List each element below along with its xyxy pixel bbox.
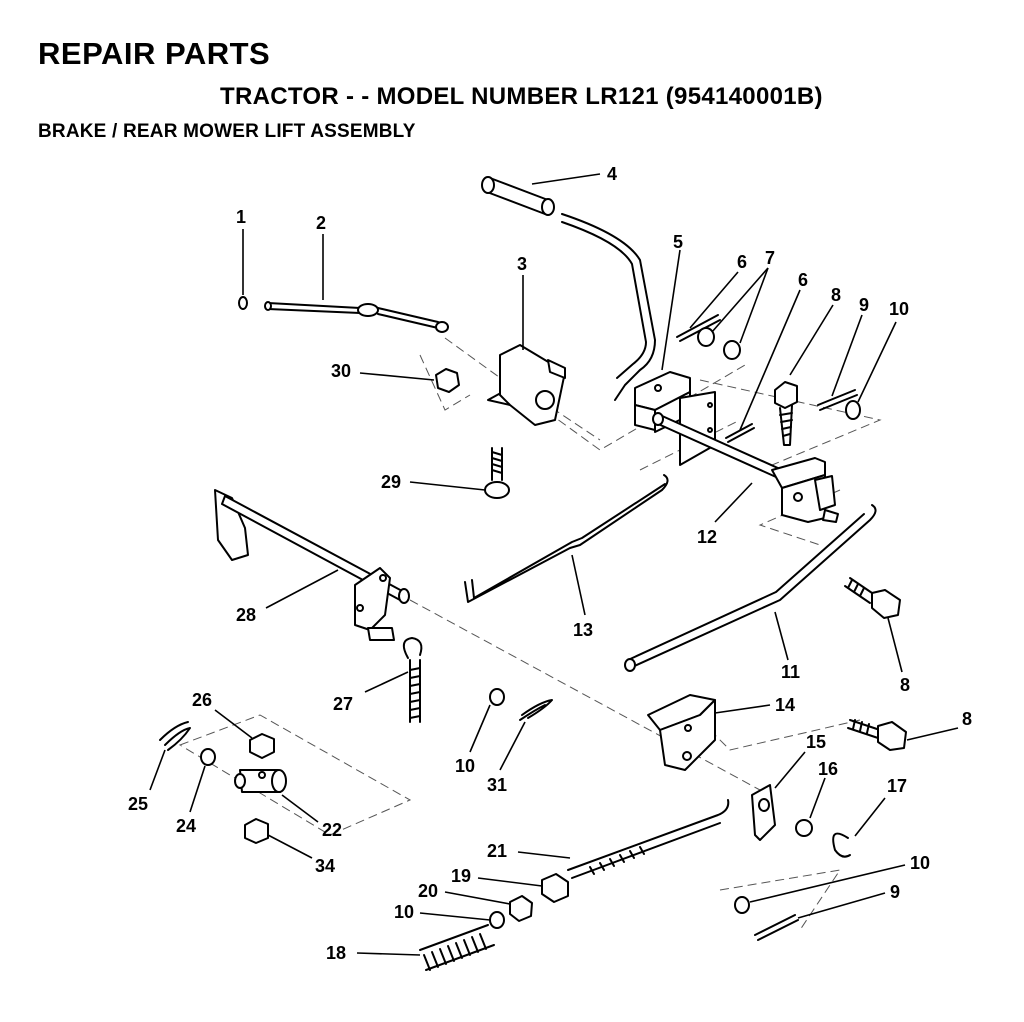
- bolt-29: [484, 447, 510, 499]
- washer-10-bottom: [734, 896, 750, 914]
- callout-3: 3: [517, 254, 527, 274]
- shaft-bracket: [771, 457, 839, 523]
- callout-9b: 9: [890, 882, 900, 902]
- callout-17: 17: [887, 776, 907, 796]
- adjust-rod-21: [567, 799, 730, 879]
- callout-20: 20: [418, 881, 438, 901]
- bolt-8-right: [844, 577, 901, 619]
- lift-link-11: [627, 504, 877, 669]
- bolt-8-top: [774, 381, 798, 446]
- e-clip-17: [832, 832, 851, 858]
- lift-link-13: [464, 474, 669, 603]
- hairpin-25: [159, 721, 191, 751]
- callout-4: 4: [607, 164, 617, 184]
- washer-10-lower: [489, 911, 505, 929]
- callout-5: 5: [673, 232, 683, 252]
- callout-30: 30: [331, 361, 351, 381]
- callout-19: 19: [451, 866, 471, 886]
- hairpin-31: [519, 699, 553, 721]
- callout-13: 13: [573, 620, 593, 640]
- callout-24: 24: [176, 816, 196, 836]
- callout-numbers: 1 2 3 4 5 6 7 6 8 9 10 30 29 12 13 28 11…: [128, 164, 972, 963]
- assembly-title: BRAKE / REAR MOWER LIFT ASSEMBLY: [38, 121, 416, 142]
- lever-bracket: [634, 371, 716, 466]
- callout-21: 21: [487, 841, 507, 861]
- cotter-pins-and-washers: [676, 314, 755, 443]
- callout-31: 31: [487, 775, 507, 795]
- callout-9a: 9: [859, 295, 869, 315]
- hex-nut-19: [541, 873, 569, 903]
- callout-10d: 10: [910, 853, 930, 873]
- callout-8b: 8: [900, 675, 910, 695]
- washer-24: [200, 748, 216, 766]
- handle-grip: [481, 176, 555, 216]
- callout-18: 18: [326, 943, 346, 963]
- page-title: REPAIR PARTS: [38, 36, 271, 71]
- trunnion-22: [234, 769, 287, 793]
- callout-6b: 6: [798, 270, 808, 290]
- handle-lever: [561, 213, 656, 401]
- washer-16: [795, 819, 813, 837]
- callout-11: 11: [781, 662, 800, 682]
- cotter-pin-9-top: [817, 389, 858, 411]
- callout-2: 2: [316, 213, 326, 233]
- leader-lines: [149, 173, 959, 956]
- callout-8a: 8: [831, 285, 841, 305]
- spring-18: [419, 924, 495, 971]
- alignment-lines: [178, 337, 882, 931]
- brake-rod: [264, 301, 449, 333]
- eyebolt-27: [402, 637, 423, 723]
- callout-22: 22: [322, 820, 342, 840]
- callout-12: 12: [697, 527, 717, 547]
- callout-28: 28: [236, 605, 256, 625]
- callout-25: 25: [128, 794, 148, 814]
- callout-10c: 10: [394, 902, 414, 922]
- callout-1: 1: [236, 207, 246, 227]
- link-end: [624, 658, 636, 672]
- callout-34: 34: [315, 856, 335, 876]
- callout-26: 26: [192, 690, 212, 710]
- clevis-pin: [238, 296, 248, 310]
- callout-10a: 10: [889, 299, 909, 319]
- pivot-bracket: [487, 344, 566, 426]
- hex-nut-20: [509, 895, 533, 922]
- lift-shaft-28: [214, 489, 410, 641]
- cotter-pin-9-bottom: [754, 914, 799, 941]
- callout-29: 29: [381, 472, 401, 492]
- callout-10b: 10: [455, 756, 475, 776]
- callout-14: 14: [775, 695, 795, 715]
- callout-16: 16: [818, 759, 838, 779]
- washer-10-top: [845, 400, 861, 420]
- callout-15: 15: [806, 732, 826, 752]
- washer-10-mid: [489, 688, 505, 706]
- callout-7: 7: [765, 248, 775, 268]
- bolt-8-lower: [847, 719, 907, 751]
- hex-nut-26: [249, 733, 275, 759]
- lock-nut-34: [244, 818, 269, 844]
- callout-8c: 8: [962, 709, 972, 729]
- mount-bracket-14: [647, 694, 716, 771]
- link-plate-15: [751, 784, 776, 841]
- hex-nut-30: [435, 368, 460, 393]
- callout-27: 27: [333, 694, 353, 714]
- callout-6a: 6: [737, 252, 747, 272]
- model-subtitle: TRACTOR - - MODEL NUMBER LR121 (95414000…: [220, 83, 823, 110]
